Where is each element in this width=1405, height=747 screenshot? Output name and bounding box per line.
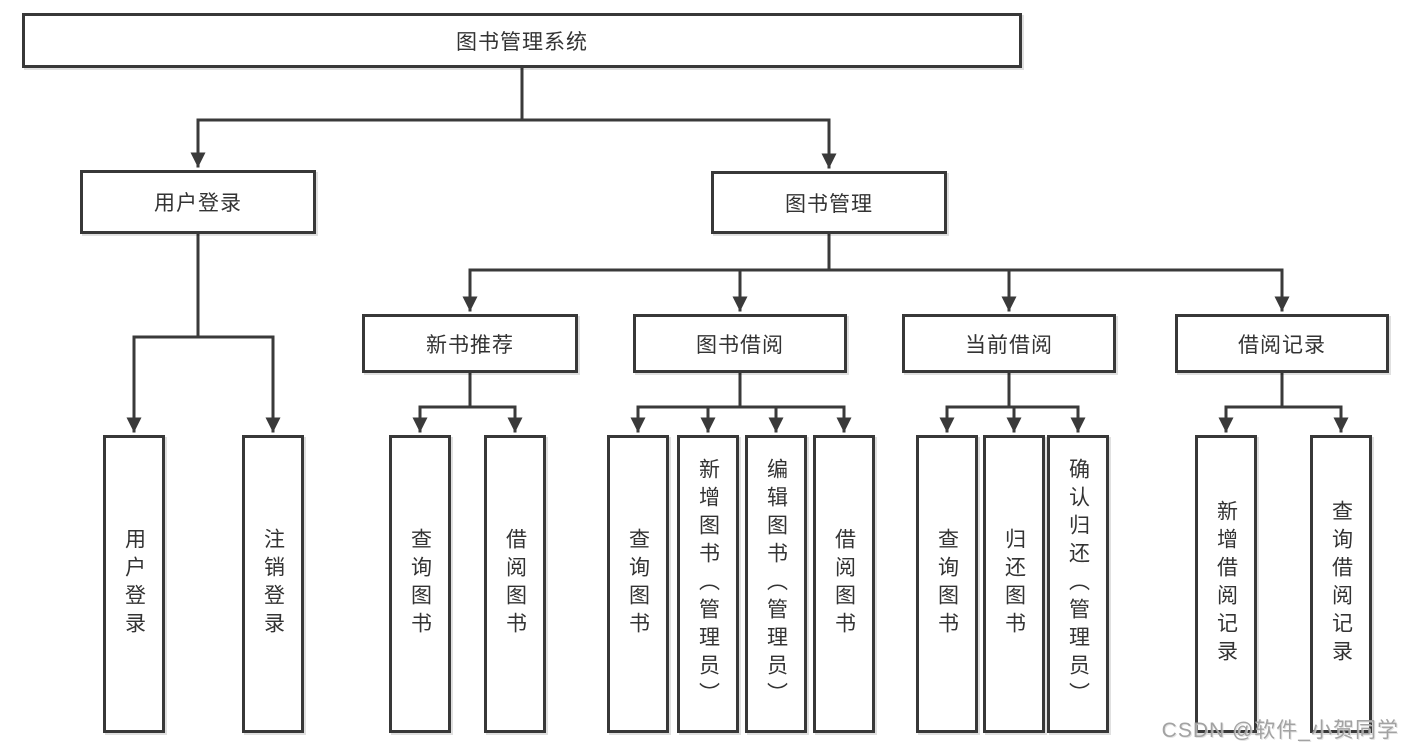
leaf-borrow-query-books-label: 查询图书 bbox=[626, 528, 650, 640]
leaf-records-query-record-label: 查询借阅记录 bbox=[1329, 500, 1353, 668]
csdn-watermark: CSDN @软件_小贺同学 bbox=[1161, 719, 1399, 742]
leaf-records-add-record: 新增借阅记录 bbox=[1195, 435, 1257, 733]
leaf-current-return-books: 归还图书 bbox=[983, 435, 1045, 733]
node-user-login: 用户登录 bbox=[80, 170, 316, 234]
node-borrow-records: 借阅记录 bbox=[1175, 314, 1389, 373]
leaf-records-query-record: 查询借阅记录 bbox=[1310, 435, 1372, 733]
leaf-current-confirm-return-admin-label: 确认归还（管理员） bbox=[1066, 458, 1090, 710]
leaf-current-query-books: 查询图书 bbox=[916, 435, 978, 733]
leaf-borrow-borrow-books: 借阅图书 bbox=[813, 435, 875, 733]
leaf-logout-label: 注销登录 bbox=[261, 528, 285, 640]
leaf-logout: 注销登录 bbox=[242, 435, 304, 733]
leaf-recommend-borrow-books: 借阅图书 bbox=[484, 435, 546, 733]
leaf-user-login-label: 用户登录 bbox=[122, 528, 146, 640]
leaf-recommend-query-books: 查询图书 bbox=[389, 435, 451, 733]
leaf-recommend-borrow-books-label: 借阅图书 bbox=[503, 528, 527, 640]
leaf-recommend-query-books-label: 查询图书 bbox=[408, 528, 432, 640]
leaf-records-add-record-label: 新增借阅记录 bbox=[1214, 500, 1238, 668]
leaf-borrow-query-books: 查询图书 bbox=[607, 435, 669, 733]
node-new-book-recommend: 新书推荐 bbox=[362, 314, 578, 373]
leaf-borrow-add-books-admin: 新增图书（管理员） bbox=[677, 435, 739, 733]
node-book-borrow: 图书借阅 bbox=[633, 314, 847, 373]
leaf-current-confirm-return-admin: 确认归还（管理员） bbox=[1047, 435, 1109, 733]
node-library-management-system: 图书管理系统 bbox=[22, 13, 1022, 68]
leaf-current-return-books-label: 归还图书 bbox=[1002, 528, 1026, 640]
leaf-borrow-borrow-books-label: 借阅图书 bbox=[832, 528, 856, 640]
leaf-borrow-add-books-admin-label: 新增图书（管理员） bbox=[696, 458, 720, 710]
leaf-user-login: 用户登录 bbox=[103, 435, 165, 733]
node-book-management: 图书管理 bbox=[711, 171, 947, 234]
leaf-borrow-edit-books-admin-label: 编辑图书（管理员） bbox=[764, 458, 788, 710]
node-current-borrow: 当前借阅 bbox=[902, 314, 1116, 373]
leaf-borrow-edit-books-admin: 编辑图书（管理员） bbox=[745, 435, 807, 733]
leaf-current-query-books-label: 查询图书 bbox=[935, 528, 959, 640]
